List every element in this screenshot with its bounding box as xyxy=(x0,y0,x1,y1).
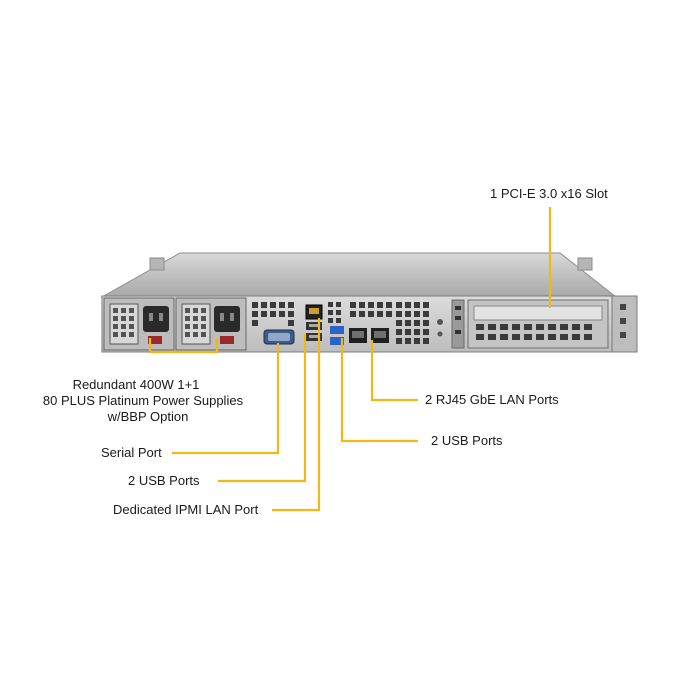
rack-ear-left xyxy=(149,257,165,271)
leader-ipmi-port xyxy=(272,318,321,512)
usb-ports-left xyxy=(306,322,322,341)
label-psu-line3: w/BBP Option xyxy=(107,409,189,424)
pcie-slot-bracket xyxy=(467,299,609,349)
label-psu-line1: Redundant 400W 1+1 xyxy=(72,377,200,392)
label-psu-line2: 80 PLUS Platinum Power Supplies xyxy=(42,393,244,408)
rj45-lan-ports xyxy=(349,328,389,343)
label-usb-right: 2 USB Ports xyxy=(431,433,503,448)
chassis-top xyxy=(100,252,618,298)
label-ipmi-port: Dedicated IPMI LAN Port xyxy=(113,502,259,517)
uid-led xyxy=(437,319,443,325)
leader-power-supplies xyxy=(148,338,219,354)
vent-column-a xyxy=(328,302,341,323)
leader-serial-port xyxy=(172,343,280,455)
label-usb-left: 2 USB Ports xyxy=(128,473,200,488)
rack-ear-right xyxy=(577,257,593,271)
power-supply-1 xyxy=(103,297,175,351)
power-socket-1 xyxy=(143,306,169,332)
leader-lan-ports xyxy=(370,340,418,402)
label-lan-ports: 2 RJ45 GbE LAN Ports xyxy=(425,392,559,407)
usb-ports-right xyxy=(330,326,344,345)
io-vent-grid xyxy=(252,302,294,326)
vent-grid-center xyxy=(350,302,429,344)
label-serial-port: Serial Port xyxy=(101,445,162,460)
label-power-supplies: Redundant 400W 1+1 80 PLUS Platinum Powe… xyxy=(30,377,256,425)
power-socket-2 xyxy=(214,306,240,332)
leader-usb-left xyxy=(218,334,307,483)
serial-port xyxy=(263,329,295,345)
expansion-bracket xyxy=(451,299,465,349)
leader-usb-right xyxy=(340,338,418,443)
reset-hole xyxy=(437,331,443,337)
power-supply-2 xyxy=(175,297,247,351)
label-pcie-slot: 1 PCI-E 3.0 x16 Slot xyxy=(490,186,608,201)
